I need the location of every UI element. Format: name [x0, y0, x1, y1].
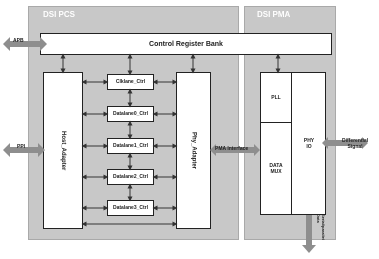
- data-mux-label: DATA MUX: [269, 162, 283, 175]
- ctrl-lane-label: Datalane1_Ctrl: [112, 143, 148, 149]
- apb-label: APB: [13, 38, 24, 44]
- phy-adapter-block: Phy_Adapter: [176, 72, 211, 229]
- ctrl-lane-label: Datalane0_Ctrl: [112, 111, 148, 117]
- control-register-bank-label: Control Register Bank: [149, 40, 223, 48]
- bottom-output-arrow: [302, 215, 316, 253]
- ctrl-lane-label: Datalane3_Ctrl: [112, 205, 148, 211]
- phy-io-label: PHY IO: [303, 137, 315, 150]
- ctrl-lane-label: Datalane2_Ctrl: [112, 174, 148, 180]
- differential-signal-label: Differential Signal: [342, 138, 369, 150]
- host-adapter-label: Host_Adapter: [60, 130, 66, 171]
- pma-interface-arrow: [210, 144, 260, 156]
- data-mux-block: DATA MUX: [260, 122, 292, 215]
- bottom-output-label: Serial/parallel Data: [316, 214, 326, 241]
- differential-signal-arrow: [322, 137, 368, 149]
- apb-arrow: [3, 37, 47, 51]
- dsi-pma-title: DSI PMA: [257, 10, 291, 19]
- pma-interface-label: PMA Interface: [215, 146, 249, 152]
- ctrl-lane-label: Clklane_Ctrl: [115, 79, 146, 85]
- dsi-pcs-title: DSI PCS: [43, 10, 76, 19]
- host-adapter-block: Host_Adapter: [43, 72, 83, 229]
- phy-io-label-wrap: PHY IO: [292, 72, 326, 215]
- pll-label: PLL: [271, 94, 281, 101]
- phy-adapter-label: Phy_Adapter: [190, 131, 197, 169]
- ppi-arrow: [3, 143, 45, 157]
- ppi-label: PPI: [17, 144, 26, 150]
